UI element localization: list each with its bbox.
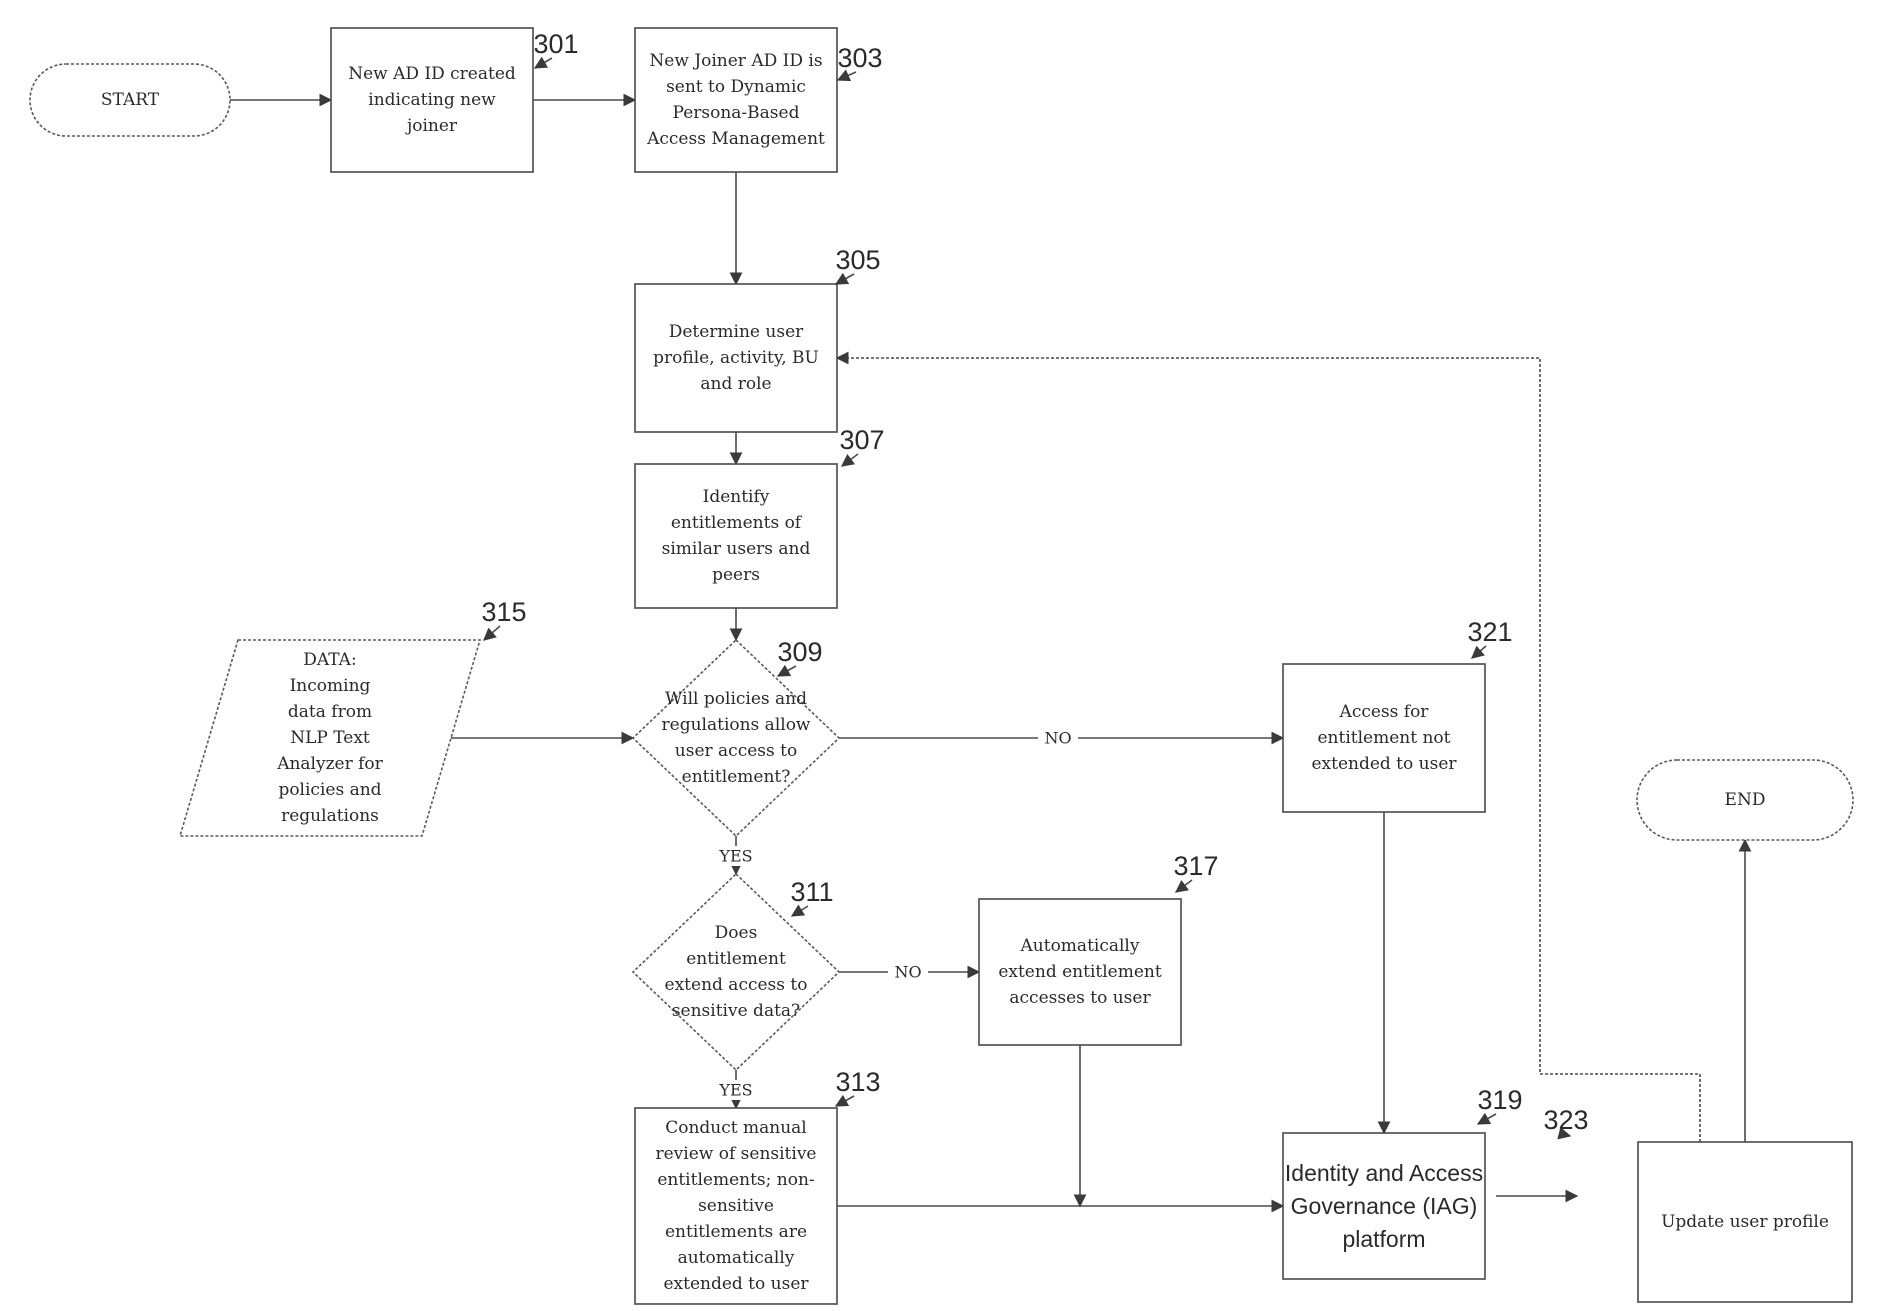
node-label-line: extended to user <box>1311 754 1457 774</box>
reference-numeral: 311 <box>790 877 833 907</box>
node-n311: Does entitlement extend access to sensitive… <box>633 874 839 1070</box>
node-label-line: entitlement not <box>1318 728 1451 748</box>
reference-numeral: 321 <box>1467 617 1512 647</box>
edge-label: YES <box>718 1081 752 1100</box>
node-label-line: joiner <box>405 116 458 136</box>
node-n303: New Joiner AD ID is sent to DynamicPerson… <box>635 28 883 172</box>
reference-pointer <box>1176 880 1192 892</box>
node-label-line: Determine user <box>669 322 804 342</box>
edge-label: NO <box>1044 729 1071 748</box>
node-label-line: Does <box>715 923 758 943</box>
node-label-line: extended to user <box>663 1274 809 1294</box>
node-label-line: New AD ID created <box>348 64 516 84</box>
node-label-line: platform <box>1342 1226 1425 1252</box>
reference-numeral: 315 <box>481 597 526 627</box>
reference-pointer <box>838 72 856 80</box>
node-label-line: similar users and <box>662 539 811 559</box>
node-label-line: entitlements; non- <box>657 1170 814 1190</box>
reference-numeral: 319 <box>1477 1085 1522 1115</box>
node-label-line: Access for <box>1339 702 1430 722</box>
node-label-line: Access Management <box>646 129 825 149</box>
reference-numeral: 309 <box>777 637 822 667</box>
edge-line <box>837 358 1700 1142</box>
node-end: END <box>1637 760 1853 840</box>
reference-pointer <box>535 58 552 68</box>
node-label-line: policies and <box>278 780 381 800</box>
node-label-line: review of sensitive <box>655 1144 816 1164</box>
node-label-line: sent to Dynamic <box>666 77 806 97</box>
edge-n323-to-n305 <box>837 358 1700 1142</box>
reference-pointer <box>778 666 796 676</box>
node-label-line: user access to <box>675 741 797 761</box>
node-label-line: Automatically <box>1020 936 1140 956</box>
process-shape <box>635 28 837 172</box>
node-label-line: indicating new <box>368 90 496 110</box>
node-n313: Conduct manual review of sensitive entitle… <box>635 1067 881 1304</box>
node-label-line: entitlement? <box>682 767 791 787</box>
node-label-line: Update user profile <box>1661 1212 1829 1232</box>
reference-numeral: 323 <box>1543 1105 1588 1135</box>
node-label-line: Analyzer for <box>276 754 383 774</box>
node-label-line: Persona-Based <box>673 103 800 123</box>
node-n323: Update user profile 323 <box>1543 1105 1852 1302</box>
reference-pointer <box>842 454 858 466</box>
node-label-line: NLP Text <box>290 728 370 748</box>
reference-numeral: 301 <box>533 29 578 59</box>
edge-label: YES <box>718 847 752 866</box>
node-n309: Will policies and regulations allow user a… <box>633 637 839 836</box>
edge-n309-to-n311: YES <box>716 836 756 874</box>
node-label-line: accesses to user <box>1009 988 1151 1008</box>
node-label-line: DATA: <box>303 650 356 670</box>
node-label-line: automatically <box>678 1248 795 1268</box>
node-label-line: Identity and Access <box>1285 1160 1483 1186</box>
node-start: START <box>30 64 230 136</box>
node-label-line: sensitive data? <box>672 1001 800 1021</box>
node-label-line: data from <box>288 702 372 722</box>
node-label-line: START <box>101 90 160 110</box>
node-label-line: END <box>1725 790 1766 810</box>
node-n305: Determine user profile, activity, BU and r… <box>635 245 881 432</box>
node-n307: Identify entitlements of similar users and… <box>635 425 885 608</box>
edge-n311-to-n317: NO <box>839 962 979 982</box>
reference-pointer <box>1472 646 1486 658</box>
decision-shape <box>633 640 839 836</box>
node-label-line: entitlement <box>686 949 786 969</box>
node-label-line: extend entitlement <box>998 962 1162 982</box>
reference-numeral: 317 <box>1173 851 1218 881</box>
node-label-line: extend access to <box>665 975 808 995</box>
edge-n311-to-n313: YES <box>716 1070 756 1108</box>
node-n321: Access for entitlement not extended to use… <box>1283 617 1513 812</box>
node-label-line: profile, activity, BU <box>653 348 819 368</box>
node-label-line: sensitive <box>698 1196 774 1216</box>
nodes-layer: START New AD ID created indicating new join… <box>30 28 1853 1304</box>
reference-numeral: 305 <box>835 245 880 275</box>
node-label-line: Incoming <box>290 676 371 696</box>
reference-pointer <box>836 1096 854 1106</box>
node-label-line: peers <box>712 565 760 585</box>
node-label-line: regulations <box>281 806 379 826</box>
node-label-line: regulations allow <box>662 715 811 735</box>
node-label-line: entitlements of <box>671 513 803 533</box>
reference-numeral: 313 <box>835 1067 880 1097</box>
node-label-line: Governance (IAG) <box>1291 1193 1478 1219</box>
reference-pointer <box>484 626 500 640</box>
reference-pointer <box>836 274 854 284</box>
reference-pointer <box>792 906 808 916</box>
node-label-line: Conduct manual <box>665 1118 807 1138</box>
node-label-line: Will policies and <box>665 689 807 709</box>
node-n319: Identity and AccessGovernance (IAG) platf… <box>1283 1085 1523 1279</box>
edge-n309-to-n321: NO <box>839 728 1283 748</box>
node-n315: DATA: Incoming data fromNLP TextAnalyzer f… <box>180 597 527 836</box>
process-shape <box>635 464 837 608</box>
node-n317: Automatically extend entitlement accesses … <box>979 851 1219 1045</box>
node-label-line: Identify <box>703 487 770 507</box>
node-label-line: New Joiner AD ID is <box>649 51 822 71</box>
edge-label: NO <box>894 963 921 982</box>
reference-numeral: 307 <box>839 425 884 455</box>
node-label-line: and role <box>700 374 771 394</box>
node-label-line: entitlements are <box>665 1222 807 1242</box>
reference-pointer <box>1478 1114 1496 1124</box>
reference-numeral: 303 <box>837 43 882 73</box>
